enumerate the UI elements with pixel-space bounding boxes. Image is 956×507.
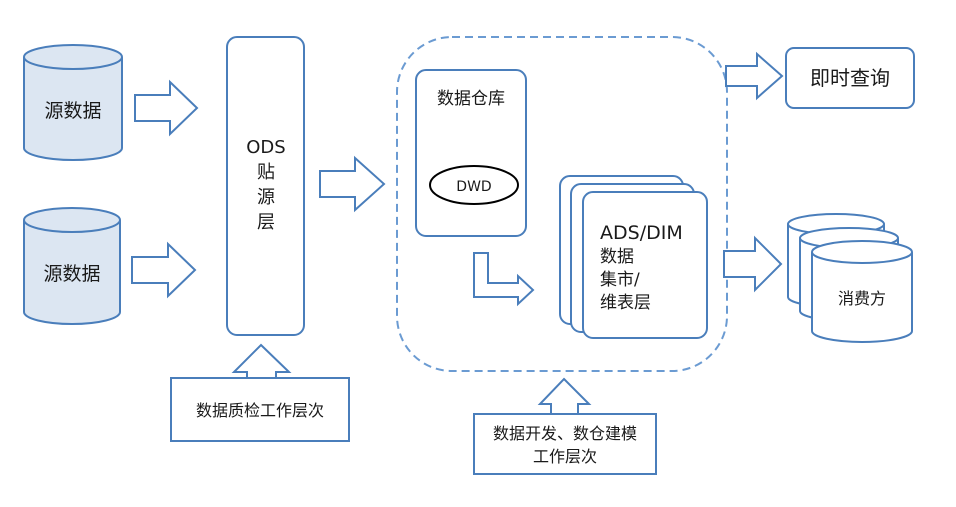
- dev-layer-label-line1: 数据开发、数仓建模: [493, 424, 637, 443]
- arrow-quality-to-ods: [231, 343, 292, 379]
- ods-label-line3: 源: [257, 187, 275, 208]
- quality-layer-label: 数据质检工作层次: [196, 401, 324, 420]
- data-warehouse-label: 数据仓库: [437, 89, 505, 109]
- source-db-1: 源数据: [23, 44, 123, 161]
- source-db-2: 源数据: [23, 207, 121, 325]
- ods-layer-box: [226, 36, 305, 336]
- query-box: [785, 47, 915, 109]
- source-db-1-label: 源数据: [44, 100, 101, 122]
- ads-stack-front: [582, 191, 708, 339]
- arrow-to-query: [725, 51, 784, 101]
- query-label: 即时查询: [810, 66, 890, 90]
- warehouse-region: [396, 36, 728, 372]
- ods-label-line2: 贴: [257, 162, 275, 183]
- arrow-to-consumer: [723, 235, 783, 293]
- ods-label-line1: ODS: [246, 137, 285, 158]
- arrow-source2-to-ods: [131, 241, 197, 299]
- arrow-dev-to-warehouse: [537, 377, 592, 415]
- arrow-ods-to-warehouse: [319, 155, 386, 213]
- consumer-label: 消费方: [838, 289, 886, 308]
- arrow-source1-to-ods: [134, 79, 199, 137]
- ads-label-line3: 集市/: [600, 270, 640, 290]
- consumer-db-front: 消费方: [811, 240, 913, 343]
- ads-label-line4: 维表层: [600, 293, 651, 313]
- source-db-2-label: 源数据: [43, 263, 100, 285]
- dev-layer-label-line2: 工作层次: [533, 447, 597, 466]
- ads-label-line1: ADS/DIM: [600, 222, 683, 244]
- dwd-label: DWD: [456, 179, 491, 195]
- quality-layer-box: [170, 377, 350, 442]
- arrow-dwd-to-ads: [473, 252, 535, 307]
- dwd-ellipse: [429, 165, 519, 205]
- ads-label-line2: 数据: [600, 247, 634, 267]
- ods-label-line4: 层: [257, 212, 275, 233]
- dev-layer-box: [473, 413, 657, 475]
